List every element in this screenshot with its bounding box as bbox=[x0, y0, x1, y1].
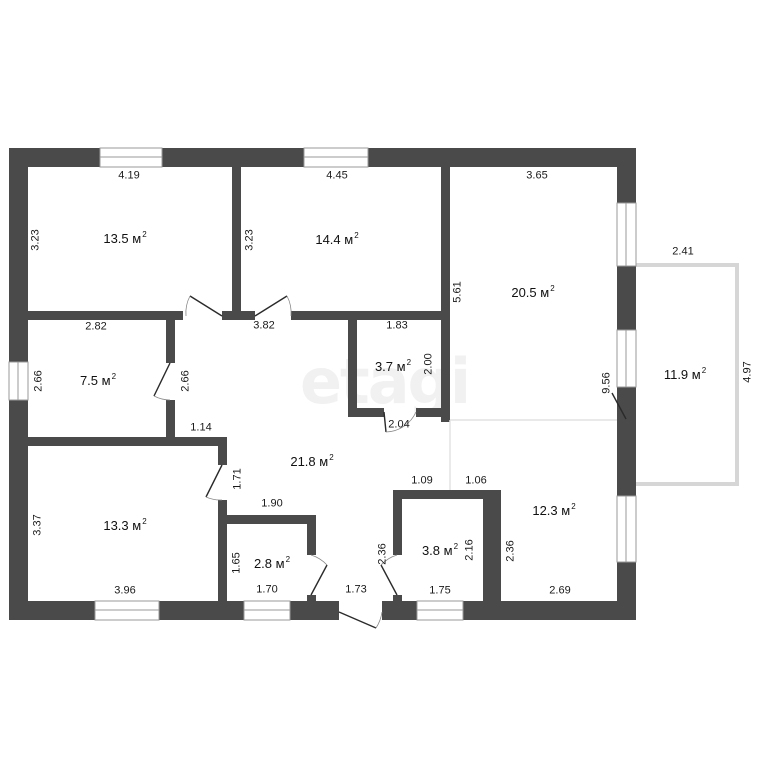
dim-label: 4.45 bbox=[326, 169, 348, 182]
dim-label: 1.71 bbox=[231, 468, 244, 490]
dim-label: 1.65 bbox=[230, 552, 243, 574]
dim-label: 1.09 bbox=[411, 474, 433, 487]
room-area-12-3: 12.3 м2 bbox=[532, 502, 576, 518]
dim-label: 2.41 bbox=[672, 245, 694, 258]
room-area-21-8: 21.8 м2 bbox=[290, 453, 334, 469]
dim-label: 1.83 bbox=[386, 319, 408, 332]
dim-label: 1.75 bbox=[429, 584, 451, 597]
dim-label: 3.82 bbox=[253, 319, 275, 332]
room-area-3-8: 3.8 м2 bbox=[421, 542, 459, 558]
dim-label: 2.66 bbox=[32, 370, 45, 392]
dim-label: 2.00 bbox=[422, 353, 435, 375]
room-area-7-5: 7.5 м2 bbox=[79, 372, 117, 388]
dim-label: 3.23 bbox=[243, 229, 256, 251]
room-area-3-7: 3.7 м2 bbox=[374, 358, 412, 374]
dim-label: 2.04 bbox=[388, 418, 410, 431]
dim-label: 5.61 bbox=[451, 281, 464, 303]
room-area-13-5: 13.5 м2 bbox=[103, 230, 147, 246]
dim-label: 2.82 bbox=[85, 320, 107, 333]
dim-label: 1.14 bbox=[190, 421, 212, 434]
dim-label: 3.96 bbox=[114, 584, 136, 597]
room-area-11-9: 11.9 м2 bbox=[663, 366, 707, 382]
dim-label: 4.19 bbox=[118, 169, 140, 182]
dim-label: 2.66 bbox=[179, 370, 192, 392]
dim-label: 4.97 bbox=[741, 361, 754, 383]
dim-label: 9.56 bbox=[600, 372, 613, 394]
dim-label: 1.73 bbox=[345, 583, 367, 596]
room-area-13-3: 13.3 м2 bbox=[103, 517, 147, 533]
dim-label: 2.69 bbox=[549, 584, 571, 597]
dim-label: 3.23 bbox=[29, 229, 42, 251]
room-area-14-4: 14.4 м2 bbox=[315, 231, 359, 247]
room-area-2-8: 2.8 м2 bbox=[253, 555, 291, 571]
dim-label: 3.37 bbox=[31, 514, 44, 536]
dim-label: 1.70 bbox=[256, 583, 278, 596]
dim-label: 1.06 bbox=[465, 474, 487, 487]
dim-label: 2.36 bbox=[376, 543, 389, 565]
door-swings[interactable] bbox=[153, 295, 627, 629]
interior-walls bbox=[20, 160, 501, 610]
entrance-gap bbox=[339, 600, 382, 621]
dim-label: 3.65 bbox=[526, 169, 548, 182]
room-area-20-5: 20.5 м2 bbox=[511, 284, 555, 300]
windows bbox=[8, 147, 637, 621]
dim-label: 1.90 bbox=[261, 497, 283, 510]
dim-label: 2.16 bbox=[463, 539, 476, 561]
dim-label: 2.36 bbox=[504, 540, 517, 562]
